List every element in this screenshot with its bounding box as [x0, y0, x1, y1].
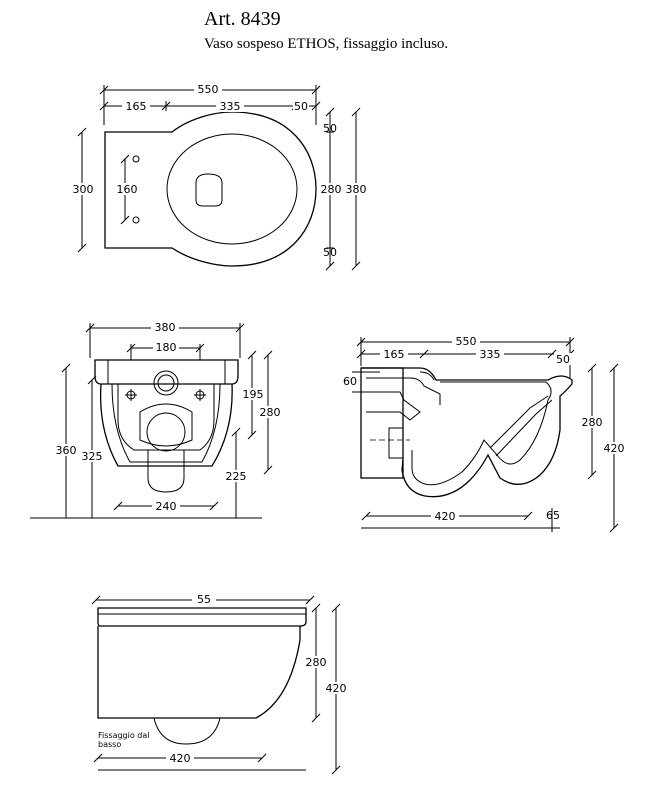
top-view: 550 165 335 50 300 160 50 280 380 50: [72, 83, 367, 271]
dim-label: 300: [73, 183, 94, 196]
dim-label: 420: [326, 682, 347, 695]
fixing-note: basso: [98, 740, 121, 749]
side-view-rim: [97, 607, 307, 627]
dim-label: 280: [582, 416, 603, 429]
page-subtitle: Vaso sospeso ETHOS, fissaggio incluso.: [204, 36, 449, 52]
section-view: 550 165 335 50 60 280 420 420: [343, 335, 626, 533]
header: Art. 8439 Vaso sospeso ETHOS, fissaggio …: [0, 0, 652, 60]
dim-label: 420: [435, 510, 456, 523]
dim-label: 50: [323, 246, 337, 259]
dim-label: 50: [556, 353, 570, 366]
dim-label: 550: [198, 83, 219, 96]
dim-label: 225: [226, 470, 247, 483]
page-title: Art. 8439: [204, 8, 281, 30]
fixing-note: Fissaggio dal: [98, 731, 150, 740]
side-view-body: [97, 626, 301, 719]
dim-label: 550: [456, 335, 477, 348]
fixing-hole: [132, 155, 140, 163]
front-view: 380 180 360 325 195 280 225: [30, 321, 282, 519]
dim-label: 360: [56, 444, 77, 457]
top-view-outline: [104, 111, 317, 267]
dim-label: 380: [346, 183, 367, 196]
dim-label: 240: [156, 500, 177, 513]
dim-label: 280: [321, 183, 342, 196]
dim-label: 420: [170, 752, 191, 765]
front-view-rim: [94, 359, 239, 385]
dim-label: 50: [323, 122, 337, 135]
dim-label: 280: [260, 406, 281, 419]
top-view-bowl: [166, 133, 298, 245]
dim-label: 165: [126, 100, 147, 113]
dim-label: 335: [220, 100, 241, 113]
front-view-body: [99, 383, 233, 467]
dim-label: 165: [384, 348, 405, 361]
dim-label: 60: [343, 375, 357, 388]
fixing-base: [153, 717, 221, 745]
fixing-hole: [132, 216, 140, 224]
dim-label: 195: [243, 388, 264, 401]
inlet: [153, 370, 179, 396]
dim-label: 160: [117, 183, 138, 196]
dim-label: 50: [294, 100, 308, 113]
dim-label: 335: [480, 348, 501, 361]
wall-plate: [360, 367, 404, 479]
top-view-drain: [195, 173, 223, 207]
dim-label: 280: [306, 656, 327, 669]
outlet: [146, 412, 186, 452]
dim-label: 55: [197, 593, 211, 606]
side-view: 55 280 420 420 Fissaggio dal basso: [91, 593, 348, 775]
dim-label: 180: [156, 341, 177, 354]
dim-label: 65: [546, 509, 560, 522]
dim-label: 325: [82, 450, 103, 463]
dim-label: 380: [155, 321, 176, 334]
dim-label: 420: [604, 442, 625, 455]
section-outline: [361, 367, 573, 498]
